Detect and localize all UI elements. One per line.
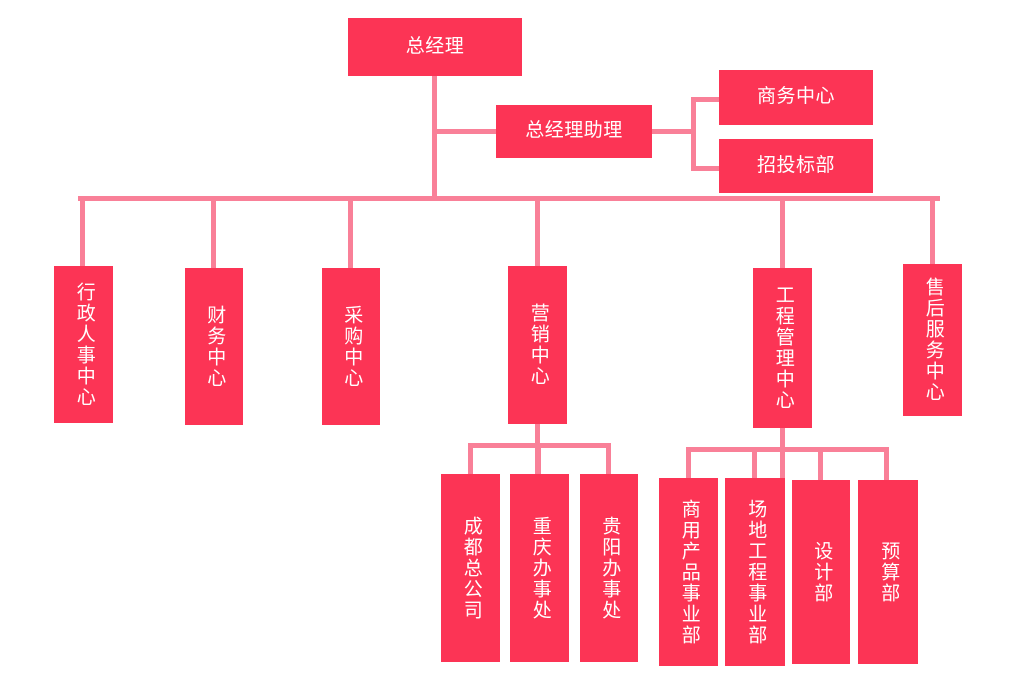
connector-drop-commercial-product — [686, 447, 691, 478]
node-design-dept-label: 设计部 — [811, 540, 833, 604]
connector-to-bidding-dept — [691, 166, 721, 171]
connector-drop-chongqing — [536, 443, 541, 474]
node-site-engineering-div[interactable]: 场地工程事业部 — [725, 478, 785, 666]
connector-drop-budget — [884, 447, 889, 480]
node-admin-hr-center-label: 行政人事中心 — [73, 281, 95, 408]
connector-assistant-right-stub — [651, 129, 693, 134]
node-engineering-mgmt-center-label: 工程管理中心 — [772, 285, 794, 411]
node-commercial-product-div-label: 商用产品事业部 — [678, 498, 700, 646]
node-marketing-center[interactable]: 营销中心 — [508, 266, 567, 424]
node-chongqing-office[interactable]: 重庆办事处 — [510, 474, 569, 662]
connector-drop-after-sales — [930, 196, 935, 264]
node-business-center-label: 商务中心 — [756, 86, 835, 108]
node-general-manager[interactable]: 总经理 — [348, 18, 522, 76]
node-admin-hr-center[interactable]: 行政人事中心 — [54, 266, 113, 423]
node-guiyang-office[interactable]: 贵阳办事处 — [580, 474, 638, 662]
connector-drop-marketing — [535, 196, 540, 268]
node-chongqing-office-label: 重庆办事处 — [529, 515, 551, 621]
node-chengdu-head-office[interactable]: 成都总公司 — [441, 474, 500, 662]
node-after-sales-center-label: 售后服务中心 — [922, 277, 944, 403]
connector-drop-design — [818, 447, 823, 480]
node-business-center[interactable]: 商务中心 — [719, 70, 873, 125]
connector-main-trunk — [78, 196, 940, 201]
node-engineering-mgmt-center[interactable]: 工程管理中心 — [753, 268, 812, 428]
node-guiyang-office-label: 贵阳办事处 — [599, 515, 621, 621]
node-gm-assistant[interactable]: 总经理助理 — [496, 105, 652, 158]
node-gm-assistant-label: 总经理助理 — [525, 120, 623, 142]
connector-drop-purchasing — [348, 196, 353, 268]
node-bidding-dept-label: 招投标部 — [756, 154, 835, 176]
node-after-sales-center[interactable]: 售后服务中心 — [903, 264, 962, 416]
connector-assistant-branch-riser — [691, 97, 696, 171]
node-chengdu-head-office-label: 成都总公司 — [460, 515, 482, 621]
connector-to-business-center — [691, 97, 721, 102]
connector-drop-guiyang — [606, 443, 611, 474]
connector-drop-finance — [211, 196, 216, 268]
connector-drop-admin-hr — [80, 196, 85, 268]
node-design-dept[interactable]: 设计部 — [792, 480, 850, 664]
connector-gm-vertical — [432, 75, 437, 199]
node-commercial-product-div[interactable]: 商用产品事业部 — [659, 478, 718, 666]
node-purchasing-center-label: 采购中心 — [341, 304, 363, 389]
node-purchasing-center[interactable]: 采购中心 — [322, 268, 380, 425]
connector-engineering-sub-bar — [686, 447, 889, 452]
node-budget-dept-label: 预算部 — [878, 540, 900, 604]
node-finance-center-label: 财务中心 — [204, 304, 226, 389]
node-bidding-dept[interactable]: 招投标部 — [719, 139, 873, 193]
connector-gm-to-assistant — [432, 129, 498, 134]
connector-drop-site-engineering — [752, 447, 757, 478]
connector-engineering-stem — [780, 428, 785, 478]
node-general-manager-label: 总经理 — [405, 35, 465, 57]
connector-drop-chengdu — [468, 443, 473, 474]
node-site-engineering-div-label: 场地工程事业部 — [745, 498, 767, 646]
node-finance-center[interactable]: 财务中心 — [185, 268, 243, 425]
node-marketing-center-label: 营销中心 — [527, 303, 549, 387]
connector-drop-engineering — [780, 196, 785, 268]
node-budget-dept[interactable]: 预算部 — [858, 480, 918, 664]
